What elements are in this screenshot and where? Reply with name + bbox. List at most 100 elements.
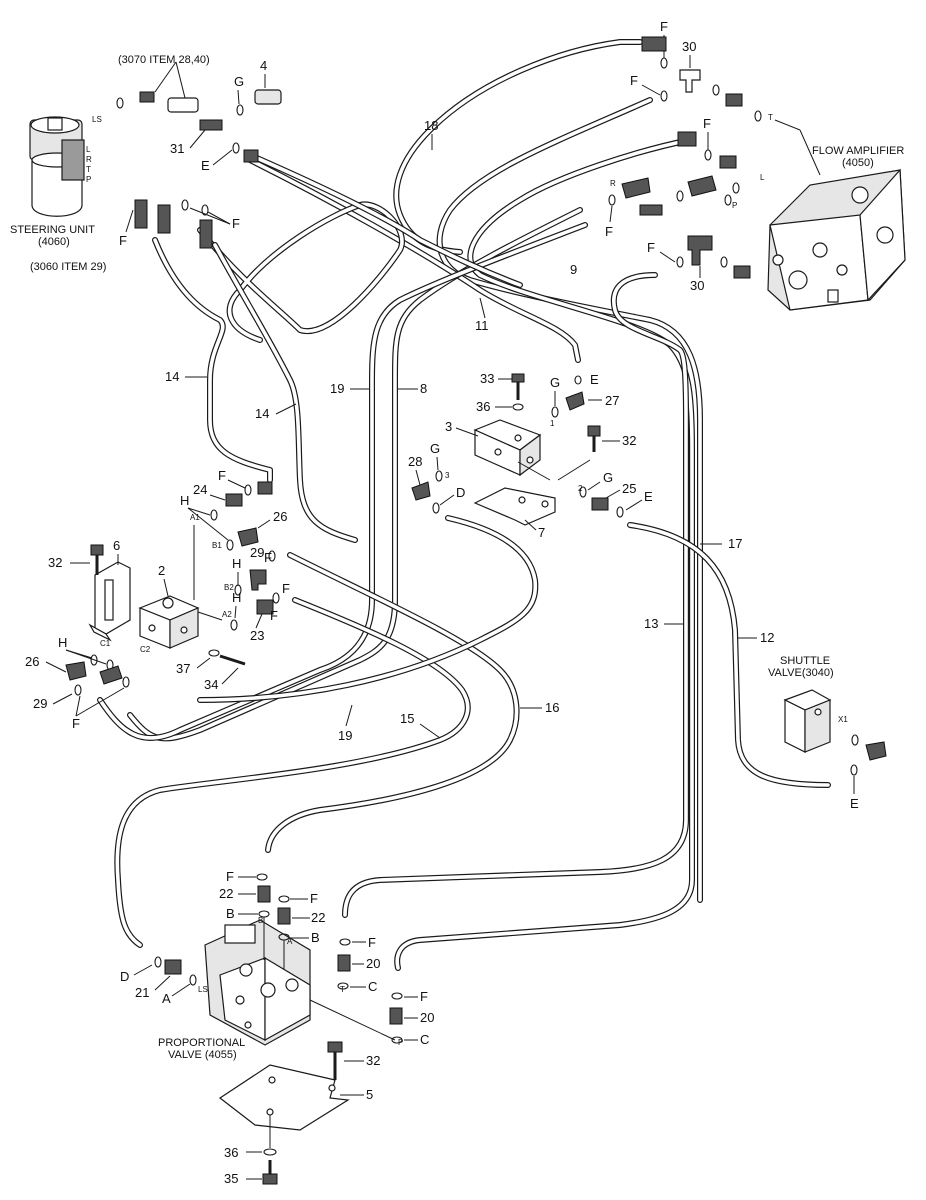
flow-amplifier-label: FLOW AMPLIFIER: [812, 145, 904, 157]
callout-f: F: [420, 989, 428, 1004]
callout-15: 15: [400, 711, 414, 726]
callout-h: H: [180, 493, 189, 508]
callout-14: 14: [255, 406, 269, 421]
callout-32: 32: [622, 433, 636, 448]
callout-f: F: [282, 581, 290, 596]
callout-33: 33: [480, 371, 494, 386]
callout-17: 17: [728, 536, 742, 551]
callout-32: 32: [366, 1053, 380, 1068]
callout-6: 6: [113, 538, 120, 553]
hose-9: [436, 97, 703, 903]
bracket-7: [473, 487, 556, 526]
port-label: 3: [445, 471, 450, 480]
callout-34: 34: [204, 677, 218, 692]
callout-35: 35: [224, 1171, 238, 1186]
port-label: R: [610, 179, 616, 188]
callout-a: A: [162, 991, 171, 1006]
port-label: LS: [198, 985, 208, 994]
callout-g: G: [550, 375, 560, 390]
callout-13: 13: [644, 616, 658, 631]
shuttle-valve-number: VALVE(3040): [768, 667, 834, 679]
callout-16: 16: [545, 700, 559, 715]
proportional-valve: [204, 919, 311, 1046]
callout-h: H: [58, 635, 67, 650]
callout-31: 31: [170, 141, 184, 156]
callout-e: E: [201, 158, 210, 173]
port-label: L: [86, 145, 91, 154]
port-label: T: [768, 113, 773, 122]
callout-f: F: [232, 216, 240, 231]
left-block: [138, 595, 200, 649]
callout-f: F: [264, 550, 272, 565]
callout-e: E: [644, 489, 653, 504]
callout-20: 20: [420, 1010, 434, 1025]
callout-19: 19: [330, 381, 344, 396]
callout-f: F: [368, 935, 376, 950]
port-label: X1: [838, 715, 848, 724]
steering-unit: L R T P LS: [29, 115, 102, 217]
port-label: B1: [212, 541, 222, 550]
callout-d: D: [120, 969, 129, 984]
callout-12: 12: [760, 630, 774, 645]
plate-5: [218, 1064, 350, 1131]
callout-f: F: [703, 116, 711, 131]
callout-2: 2: [158, 563, 165, 578]
shuttle-valve-label: SHUTTLE: [780, 655, 830, 667]
callout-9: 9: [570, 262, 577, 277]
port-label: 1: [550, 419, 555, 428]
ref-3070: (3070 ITEM 28,40): [118, 54, 210, 66]
port-label: B2: [224, 583, 234, 592]
proportional-valve-label: PROPORTIONAL: [158, 1037, 245, 1049]
callout-f: F: [605, 224, 613, 239]
callout-f: F: [660, 19, 668, 34]
port-label: L: [760, 173, 765, 182]
port-label: C1: [100, 639, 111, 648]
callout-4: 4: [260, 58, 267, 73]
callout-b: B: [226, 906, 235, 921]
callout-21: 21: [135, 985, 149, 1000]
callout-28: 28: [408, 454, 422, 469]
shuttle-valve: [783, 689, 832, 753]
port-label: 2: [578, 484, 583, 493]
callout-d: D: [456, 485, 465, 500]
callout-h: H: [232, 590, 241, 605]
ref-3060: (3060 ITEM 29): [30, 261, 106, 273]
proportional-valve-number: VALVE (4055): [168, 1049, 237, 1061]
callout-11: 11: [475, 318, 489, 333]
callout-32: 32: [48, 555, 62, 570]
callout-19: 19: [338, 728, 352, 743]
callout-29: 29: [250, 545, 264, 560]
callout-18: 18: [424, 118, 438, 133]
steering-unit-number: (4060): [38, 236, 70, 248]
callout-h: H: [232, 556, 241, 571]
callout-g: G: [430, 441, 440, 456]
callout-f: F: [270, 608, 278, 623]
callout-3: 3: [445, 419, 452, 434]
callout-f: F: [647, 240, 655, 255]
port-label: LS: [92, 115, 102, 124]
callout-20: 20: [366, 956, 380, 971]
callout-22: 22: [219, 886, 233, 901]
callout-30: 30: [682, 39, 696, 54]
callout-22: 22: [311, 910, 325, 925]
port-label: R: [86, 155, 92, 164]
callout-f: F: [119, 233, 127, 248]
callout-14: 14: [165, 369, 179, 384]
port-label: P: [86, 175, 91, 184]
callout-e: E: [850, 796, 859, 811]
flow-amplifier: [767, 168, 906, 311]
callout-c: C: [420, 1032, 429, 1047]
callout-g: G: [234, 74, 244, 89]
callout-f: F: [310, 891, 318, 906]
callout-24: 24: [193, 482, 207, 497]
callout-26: 26: [273, 509, 287, 524]
port-label: C2: [140, 645, 151, 654]
callout-f: F: [72, 716, 80, 731]
port-label: A1: [190, 513, 200, 522]
callout-36: 36: [476, 399, 490, 414]
callout-23: 23: [250, 628, 264, 643]
callout-f: F: [226, 869, 234, 884]
port-label: P: [732, 201, 737, 210]
